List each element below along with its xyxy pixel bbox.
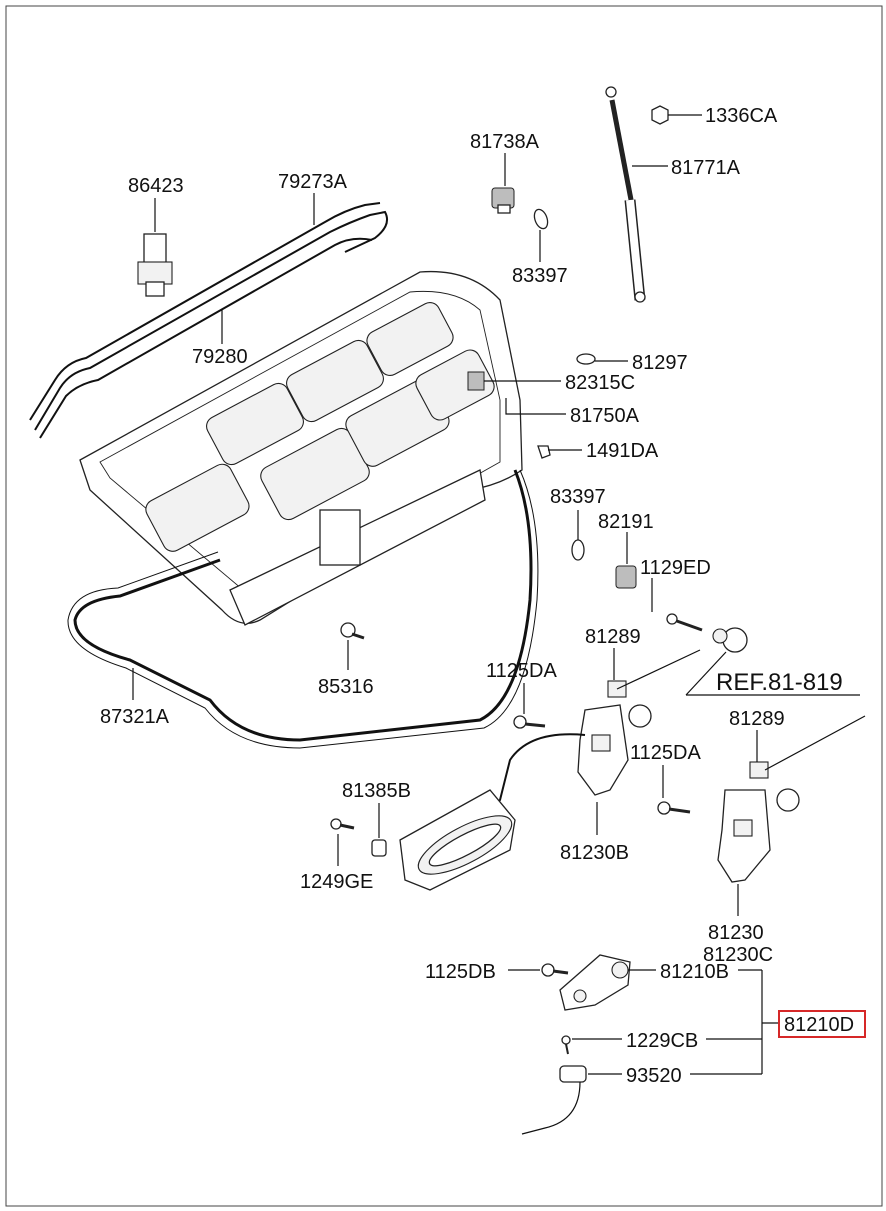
bumper-81738A	[491, 187, 515, 214]
grommet-83397-mid	[571, 539, 585, 561]
bolt-1125DA-right	[657, 801, 691, 815]
latch-81230B	[577, 649, 701, 796]
label-87321A: 87321A	[100, 706, 170, 728]
label-1249GE: 1249GE	[300, 871, 373, 893]
label-1125DA-b: 1125DA	[630, 742, 701, 764]
trunk-lid-panel	[79, 270, 523, 626]
label-1125DA-a: 1125DA	[486, 660, 557, 682]
label-81297: 81297	[632, 352, 688, 374]
screw-85316	[340, 622, 365, 640]
label-81289-a: 81289	[585, 626, 641, 648]
gas-strut-81771A	[605, 86, 646, 303]
label-81771A: 81771A	[671, 157, 741, 179]
label-86423: 86423	[128, 175, 184, 197]
label-81289-b: 81289	[729, 708, 785, 730]
screw-1249GE	[330, 818, 355, 830]
label-81738A: 81738A	[470, 131, 540, 153]
label-1491DA: 1491DA	[586, 440, 659, 462]
label-82191: 82191	[598, 511, 654, 533]
label-81210B: 81210B	[660, 961, 729, 983]
label-79280: 79280	[192, 346, 248, 368]
torsion-bar-79280	[39, 237, 373, 439]
latch-81230	[717, 715, 866, 883]
weatherstrip-87321A	[73, 469, 533, 742]
leader-lines	[132, 114, 860, 1075]
label-79273A: 79273A	[278, 171, 348, 193]
label-81210D: 81210D	[784, 1014, 854, 1036]
striker-81210B	[559, 954, 631, 1011]
inside-handle	[399, 789, 516, 891]
page-frame	[5, 5, 883, 1207]
screw-1229CB	[561, 1035, 571, 1055]
label-83397-top: 83397	[512, 265, 568, 287]
torsion-bar-79273A	[34, 210, 388, 431]
bolt-1125DA-left	[513, 715, 546, 729]
cap-81385B	[371, 839, 387, 857]
label-81230B: 81230B	[560, 842, 629, 864]
label-81230: 81230	[708, 922, 764, 944]
switch-93520	[521, 1065, 587, 1135]
bolt-1125DB	[541, 963, 569, 977]
clip-1491DA	[537, 445, 551, 459]
nut-1336CA	[651, 105, 669, 125]
label-83397-mid: 83397	[550, 486, 606, 508]
label-1129ED: 1129ED	[640, 557, 711, 579]
label-1229CB: 1229CB	[626, 1030, 698, 1052]
bumper-86423	[137, 233, 173, 297]
grommet-83397-top	[533, 208, 549, 230]
highlight-box-81210D	[778, 1010, 866, 1038]
label-82315C: 82315C	[565, 372, 635, 394]
label-93520: 93520	[626, 1065, 682, 1087]
label-1125DB: 1125DB	[425, 961, 496, 983]
label-1336CA: 1336CA	[705, 105, 778, 127]
plug-81297	[576, 353, 596, 365]
bolt-1129ED	[666, 613, 748, 653]
label-85316: 85316	[318, 676, 374, 698]
label-81750A: 81750A	[570, 405, 640, 427]
label-81385B: 81385B	[342, 780, 411, 802]
bumper-82191	[615, 565, 637, 589]
label-ref-81-819: REF.81-819	[716, 669, 843, 696]
label-81230C: 81230C	[703, 944, 773, 966]
